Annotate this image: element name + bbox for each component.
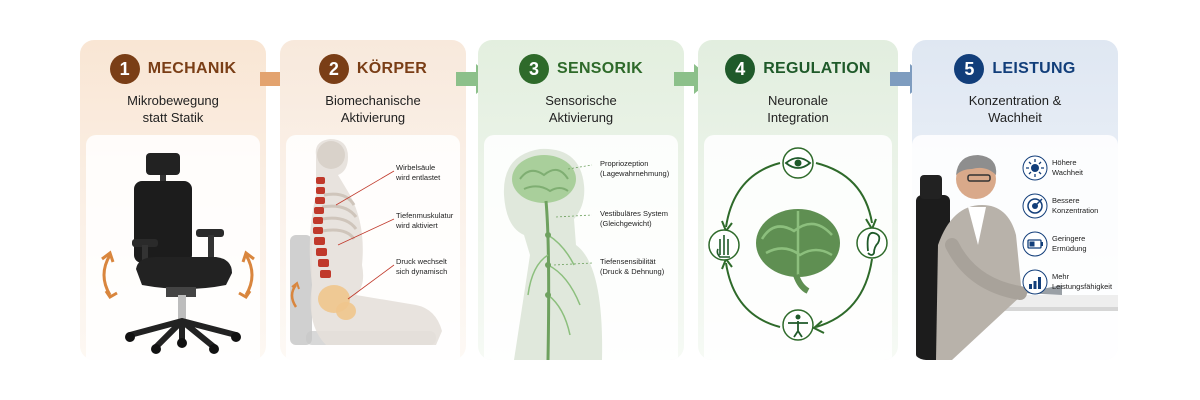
step-panel-sensorik: 3 SENSORIK Sensorische Aktivierung Propr…: [478, 40, 684, 360]
annotation-label: Propriozeption (Lagewahrnehmung): [600, 159, 670, 178]
benefit-item: Bessere Konzentration: [1022, 187, 1118, 225]
step-number-badge: 3: [519, 54, 549, 84]
battery-icon: [1022, 231, 1048, 257]
step-title: LEISTUNG: [992, 60, 1076, 77]
step-header: 5 LEISTUNG: [912, 54, 1118, 84]
step-title: SENSORIK: [557, 60, 643, 77]
nervous-system-illustration: [503, 148, 603, 360]
eye-icon: [782, 147, 814, 179]
step-number-badge: 5: [954, 54, 985, 84]
annotation-label: Wirbelsäule wird entlastet: [396, 163, 441, 182]
step-number-badge: 2: [318, 54, 349, 84]
step-header: 3 SENSORIK: [478, 54, 684, 84]
step-title: KÖRPER: [356, 60, 428, 77]
balance-figure-icon: [782, 309, 814, 341]
office-chair-illustration: [101, 153, 255, 354]
step-number-badge: 1: [109, 54, 140, 84]
benefits-list: Höhere Wachheit Bessere Konzentration: [1022, 149, 1118, 301]
step-header: 1 MECHANIK: [80, 54, 266, 84]
step-header: 4 REGULATION: [698, 54, 898, 84]
skeleton-spine-illustration: [290, 139, 442, 345]
image-card: Propriozeption (Lagewahrnehmung) Vestibu…: [484, 135, 678, 360]
person-at-desk-illustration: [916, 155, 1118, 360]
bar-chart-icon: [1022, 269, 1048, 295]
ear-icon: [856, 227, 888, 259]
step-header: 2 KÖRPER: [280, 54, 466, 84]
annotation-label: Tiefenmuskulatur wird aktiviert: [396, 211, 454, 230]
step-subtitle: Konzentration & Wachheit: [968, 93, 1062, 125]
step-title: MECHANIK: [147, 60, 237, 77]
step-panel-koerper: 2 KÖRPER Biomechanische Aktivierung: [280, 40, 466, 360]
step-title: REGULATION: [763, 60, 871, 77]
annotation-label: Vestibuläres System (Gleichgewicht): [600, 209, 668, 228]
step-subtitle: Biomechanische Aktivierung: [325, 93, 421, 125]
hand-touch-icon: [708, 229, 740, 261]
step-panel-regulation: 4 REGULATION Neuronale Integration: [698, 40, 898, 360]
regulation-cycle-diagram: [708, 147, 888, 341]
annotation-label: Tiefensensibilität (Druck & Dehnung): [600, 257, 665, 276]
benefit-item: Mehr Leistungsfähigkeit: [1022, 263, 1118, 301]
target-icon: [1022, 193, 1048, 219]
benefit-item: Geringere Ermüdung: [1022, 225, 1118, 263]
benefit-item: Höhere Wachheit: [1022, 149, 1118, 187]
image-card: [86, 135, 260, 360]
image-card: [704, 135, 892, 360]
annotation-label: Druck wechselt sich dynamisch: [396, 257, 448, 276]
sun-icon: [1022, 155, 1048, 181]
step-subtitle: Mikrobewegung statt Statik: [127, 93, 219, 125]
step-subtitle: Neuronale Integration: [767, 93, 829, 125]
step-panel-leistung: 5 LEISTUNG Konzentration & Wachheit: [912, 40, 1118, 360]
image-card: Wirbelsäule wird entlastet Tiefenmuskula…: [286, 135, 460, 360]
step-number-badge: 4: [725, 54, 756, 84]
step-panel-mechanik: 1 MECHANIK Mikrobewegung statt Statik: [80, 40, 266, 360]
image-card: Höhere Wachheit Bessere Konzentration: [912, 135, 1118, 360]
step-subtitle: Sensorische Aktivierung: [545, 93, 617, 125]
